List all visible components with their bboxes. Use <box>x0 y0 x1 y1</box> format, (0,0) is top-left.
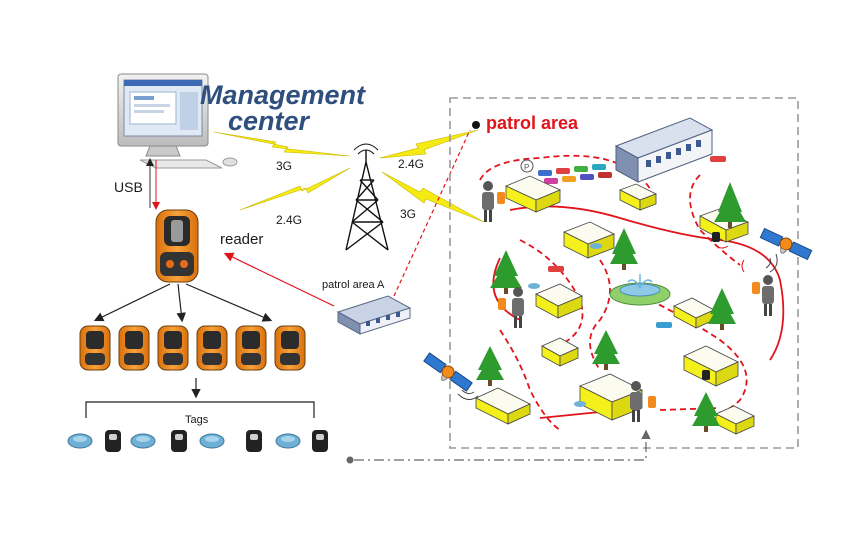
lightning-3g-left <box>213 131 351 157</box>
tree-icon <box>714 182 746 228</box>
field-tags <box>528 232 720 407</box>
handheld-device-icon <box>157 325 189 371</box>
black-tag-icon <box>246 430 262 452</box>
patrol-area-a-label: patrol area A <box>322 279 385 291</box>
title-center: center <box>228 106 311 136</box>
link-3g-right-label: 3G <box>400 207 416 221</box>
round-tag-icon <box>199 433 225 449</box>
usb-label: USB <box>114 179 143 195</box>
guard-icon <box>482 181 505 222</box>
svg-text:P: P <box>524 163 529 172</box>
black-tag-icon <box>105 430 121 452</box>
handheld-device-icon <box>118 325 150 371</box>
radio-tower-icon <box>345 143 389 251</box>
guard-icon <box>752 275 774 316</box>
trees <box>476 182 746 432</box>
fountain-icon <box>609 274 671 306</box>
computer-icon <box>117 73 238 169</box>
handheld-device-icon <box>79 325 111 371</box>
return-line <box>346 429 651 464</box>
office-building-icon <box>614 117 714 183</box>
tags-label: Tags <box>185 414 209 426</box>
handheld-device-icon <box>196 325 228 371</box>
parked-cars <box>538 156 726 328</box>
tree-icon <box>476 346 504 386</box>
signal-wave-icons <box>457 245 778 400</box>
tree-icon <box>692 392 720 432</box>
guard-icon <box>630 381 656 422</box>
guard-icon <box>498 287 524 328</box>
tree-icon <box>708 288 736 330</box>
lightning-links <box>213 129 485 223</box>
tag-row <box>67 430 328 452</box>
parking-icon: P <box>520 159 534 173</box>
data-upload-arrow <box>223 252 335 307</box>
round-tag-icon <box>67 433 93 449</box>
tree-icon <box>610 228 638 270</box>
tags-bracket <box>85 401 315 418</box>
patrol-area-a-building-icon <box>336 295 412 335</box>
lightning-24g-right <box>379 129 479 159</box>
handheld-device-row <box>79 325 306 371</box>
tree-icon <box>490 250 522 294</box>
handheld-device-icon <box>274 325 306 371</box>
patrol-area-boundary <box>449 97 799 449</box>
link-24g-right-label: 2.4G <box>398 157 424 171</box>
reader-device-icon <box>155 209 199 283</box>
patrol-area-title: patrol area <box>486 113 579 133</box>
patrol-area-link <box>393 129 471 297</box>
round-tag-icon <box>130 433 156 449</box>
satellite-icon <box>423 352 473 392</box>
round-tag-icon <box>275 433 301 449</box>
tree-icon <box>592 330 620 370</box>
satellite-icon <box>759 227 813 261</box>
guards <box>482 181 774 422</box>
reader-label: reader <box>220 231 263 248</box>
usb-link <box>146 158 160 210</box>
black-tag-icon <box>171 430 187 452</box>
distribution-arrows <box>93 283 273 323</box>
lightning-24g-left <box>239 167 351 211</box>
link-3g-left-label: 3G <box>276 159 292 173</box>
title-management: Management <box>200 80 366 110</box>
handheld-device-icon <box>235 325 267 371</box>
lightning-3g-right <box>381 171 485 223</box>
patrol-area-point <box>472 121 480 129</box>
link-24g-left-label: 2.4G <box>276 213 302 227</box>
black-tag-icon <box>312 430 328 452</box>
